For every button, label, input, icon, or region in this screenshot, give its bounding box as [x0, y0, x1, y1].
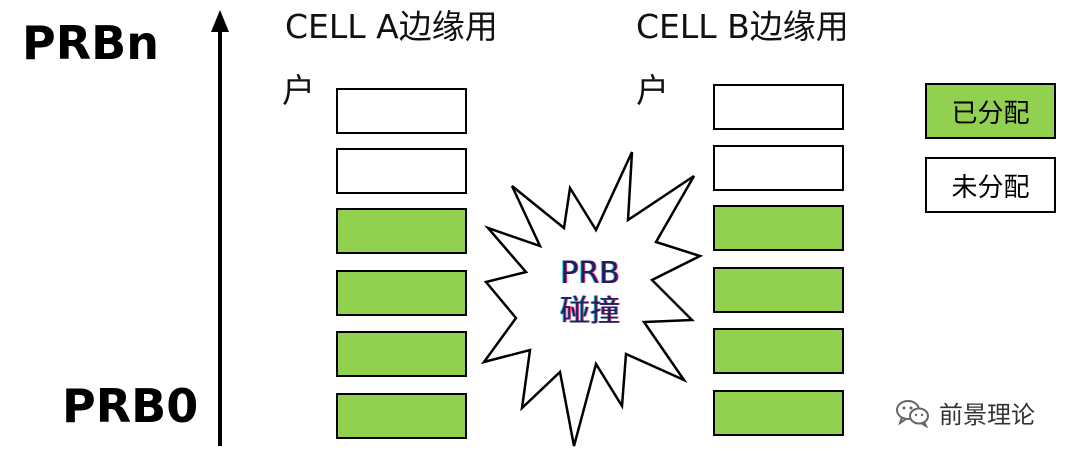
- cell-a-prb-block: [336, 331, 467, 377]
- collision-label-line1: PRB: [560, 256, 620, 291]
- cell-a-title: CELL A边缘用: [285, 7, 498, 46]
- cell-a-prb-block: [336, 148, 467, 194]
- watermark-text: 前景理论: [939, 401, 1035, 429]
- cell-a-prb-block: [336, 270, 467, 316]
- cell-b-prb-block: [713, 267, 844, 313]
- prb-axis-arrow: [211, 10, 229, 446]
- legend-allocated: 已分配: [925, 83, 1056, 139]
- cell-b-prb-block: [713, 205, 844, 251]
- cell-b-prb-block: [713, 328, 844, 374]
- collision-label-line2: 碰撞: [560, 293, 620, 329]
- cell-a-prb-block: [336, 208, 467, 254]
- axis-top-label: PRBn: [22, 16, 159, 70]
- axis-bottom-label: PRB0: [62, 379, 199, 433]
- cell-b-prb-block: [713, 84, 844, 130]
- cell-b-prb-block: [713, 390, 844, 436]
- legend-allocated-label: 已分配: [951, 98, 1030, 129]
- cell-b-title-wrap: 户: [636, 71, 669, 110]
- cell-b-prb-block: [713, 145, 844, 191]
- cell-b-title: CELL B边缘用: [636, 7, 849, 46]
- cell-a-prb-block: [336, 393, 467, 439]
- legend-unallocated-label: 未分配: [951, 172, 1030, 203]
- collision-label: PRB 碰撞: [540, 255, 640, 330]
- collision-starburst: [480, 151, 704, 447]
- cell-a-title-wrap: 户: [282, 71, 315, 110]
- legend-unallocated: 未分配: [925, 157, 1056, 213]
- wechat-icon: [896, 399, 929, 428]
- watermark: 前景理论: [895, 395, 1035, 430]
- cell-a-prb-block: [336, 88, 467, 134]
